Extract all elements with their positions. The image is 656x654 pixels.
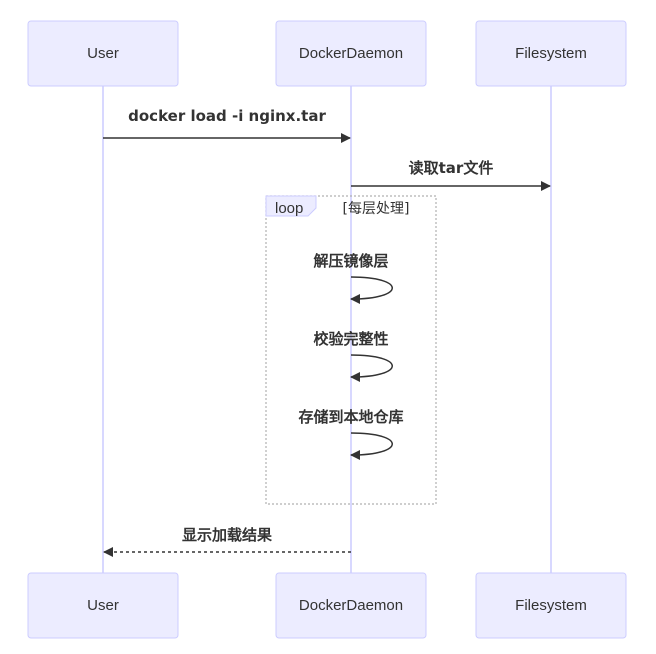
loop-label: loop (275, 200, 303, 217)
actor-box (475, 20, 627, 87)
message-m2: 读取tar文件 (351, 159, 551, 191)
message-label: 存储到本地仓库 (298, 408, 403, 426)
message-label: docker load -i nginx.tar (128, 107, 326, 125)
actor-label: Filesystem (515, 45, 587, 62)
actor-user-top: User (27, 20, 179, 87)
actor-user-bottom: User (27, 572, 179, 639)
actor-box (275, 572, 427, 639)
actor-box (475, 572, 627, 639)
self-message-arrow (350, 276, 393, 304)
actor-label: Filesystem (515, 597, 587, 614)
actor-filesystem-bottom: Filesystem (475, 572, 627, 639)
self-message-arrow (350, 432, 393, 460)
actor-label: DockerDaemon (299, 597, 403, 614)
message-label: 读取tar文件 (409, 159, 494, 177)
message-m1: docker load -i nginx.tar (103, 107, 351, 143)
actor-daemon-top: DockerDaemon (275, 20, 427, 87)
actor-box (27, 572, 179, 639)
loop-tab (265, 195, 317, 217)
actor-box (27, 20, 179, 87)
self-message-arrow (350, 354, 393, 382)
actor-filesystem-top: Filesystem (475, 20, 627, 87)
actor-label: User (87, 597, 119, 614)
loop-condition: [每层处理] (343, 201, 410, 217)
actor-label: User (87, 45, 119, 62)
message-m3: 解压镜像层 (313, 252, 393, 304)
message-m5: 存储到本地仓库 (298, 408, 404, 460)
message-m6: 显示加载结果 (103, 526, 351, 557)
actor-box (275, 20, 427, 87)
loop-box (265, 195, 437, 505)
message-label: 校验完整性 (313, 330, 388, 348)
message-m4: 校验完整性 (313, 330, 393, 382)
actor-daemon-bottom: DockerDaemon (275, 572, 427, 639)
actor-label: DockerDaemon (299, 45, 403, 62)
message-label: 解压镜像层 (313, 252, 388, 270)
message-label: 显示加载结果 (182, 526, 273, 544)
loop-frame: loop [每层处理] (265, 195, 437, 505)
